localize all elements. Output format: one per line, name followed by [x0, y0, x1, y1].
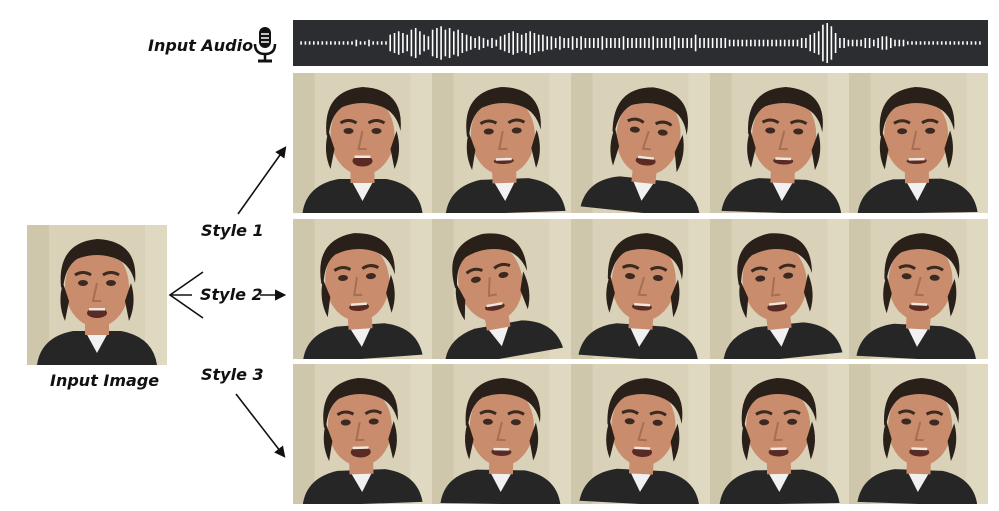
style-1-label: Style 1 [201, 221, 264, 240]
style-1-frame-4 [710, 73, 849, 213]
style-3-arrow [235, 393, 286, 458]
face-drawing [849, 219, 988, 359]
style-2-frame-4 [710, 219, 849, 359]
input-image [27, 225, 167, 365]
style-1-frame-3 [571, 73, 710, 213]
face-drawing [849, 73, 988, 213]
input-image-label: Input Image [50, 371, 160, 390]
style-1-frame-2 [432, 73, 571, 213]
style-2-frame-1 [293, 219, 432, 359]
face-drawing [710, 219, 849, 359]
face-drawing [571, 364, 710, 504]
microphone-icon [253, 27, 277, 63]
face-drawing [849, 364, 988, 504]
face-drawing [432, 219, 571, 359]
style-2-frame-5 [849, 219, 988, 359]
style-2-label: Style 2 [200, 285, 263, 304]
face-drawing [710, 73, 849, 213]
style-3-frame-1 [293, 364, 432, 504]
style-3-frame-2 [432, 364, 571, 504]
branch-lines [168, 271, 204, 319]
input-face-drawing [27, 225, 167, 365]
style-1-frame-1 [293, 73, 432, 213]
style-2-result-row [293, 219, 988, 359]
style-2-frame-3 [571, 219, 710, 359]
face-drawing [293, 73, 432, 213]
face-drawing [432, 73, 571, 213]
style-3-result-row [293, 364, 988, 504]
style-1-result-row [293, 73, 988, 213]
style-3-frame-3 [571, 364, 710, 504]
face-drawing [293, 364, 432, 504]
face-drawing [571, 73, 710, 213]
style-3-frame-5 [849, 364, 988, 504]
style-3-label: Style 3 [201, 365, 264, 384]
audio-waveform [293, 20, 988, 66]
face-drawing [293, 219, 432, 359]
style-2-frame-2 [432, 219, 571, 359]
style-3-frame-4 [710, 364, 849, 504]
face-drawing [432, 364, 571, 504]
style-1-arrow [237, 146, 287, 215]
face-drawing [710, 364, 849, 504]
style-1-frame-5 [849, 73, 988, 213]
face-drawing [571, 219, 710, 359]
input-audio-label: Input Audio [148, 36, 254, 55]
